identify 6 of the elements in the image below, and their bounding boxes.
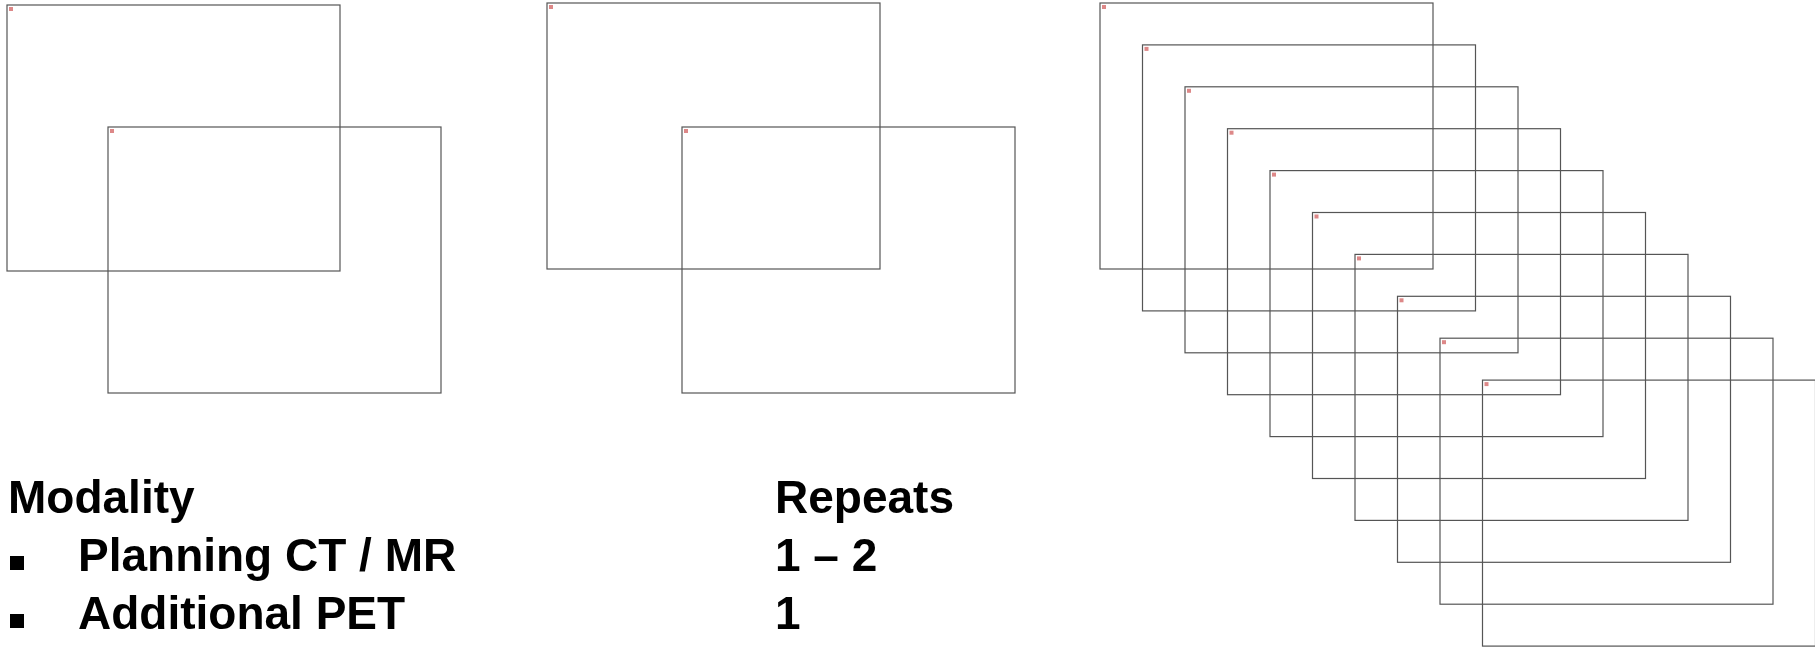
column-heading: Modality: [8, 470, 195, 524]
list-item: Planning CT / MR: [78, 528, 457, 582]
table-value: 1 – 2: [775, 528, 878, 582]
list-item: Additional PET: [78, 586, 406, 640]
column-heading: Repeats: [775, 470, 954, 524]
table-value: 1: [775, 586, 801, 640]
